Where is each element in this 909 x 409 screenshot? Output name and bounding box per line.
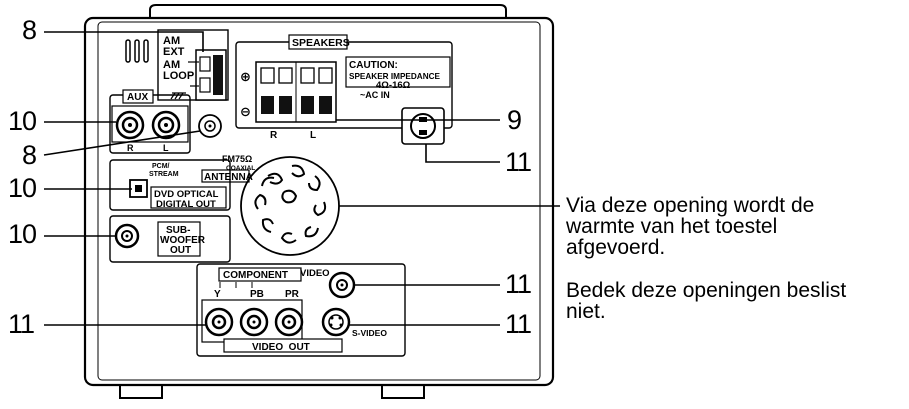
label-speaker-l: L (310, 130, 316, 141)
label-caution: CAUTION: (349, 60, 398, 71)
label-out: OUT (170, 245, 191, 256)
callout-10-aux: 10 (8, 106, 37, 136)
label-fm: FM75Ω (222, 154, 252, 164)
label-ac-in: ~AC IN (360, 90, 390, 100)
component-jack-pb (239, 307, 269, 337)
s-video-jack (321, 307, 351, 337)
note-cover-line1: Bedek deze openingen beslist (566, 279, 847, 302)
callout-11-component: 11 (8, 309, 35, 339)
label-pb: PB (250, 289, 264, 300)
label-sub: SUB- (166, 225, 190, 236)
label-coaxial: COAXIAL (226, 165, 255, 172)
vent-slots (125, 39, 149, 63)
video-out-block: COMPONENT VIDEO Y PB PR (196, 263, 406, 357)
label-impedance-value: 4Ω-16Ω (376, 80, 411, 91)
label-plus: ⊕ (240, 69, 251, 84)
foot-right (381, 384, 425, 399)
label-stream: STREAM (149, 171, 179, 178)
label-aux-l: L (163, 143, 169, 153)
label-aux-r: R (127, 143, 134, 153)
note-vent-line1: Via deze opening wordt de (566, 194, 815, 217)
label-am-2: AM (163, 59, 180, 71)
unit-top-edge (149, 4, 507, 20)
note-cover-line2: niet. (566, 300, 606, 323)
label-antenna: ANTENNA (204, 172, 253, 183)
aux-block: AUX R L (109, 89, 191, 154)
label-dvd-optical: DVD OPTICAL (154, 189, 219, 200)
label-speaker-r: R (270, 130, 278, 141)
caution-box (345, 56, 451, 88)
callout-10-subwoofer: 10 (8, 219, 37, 249)
optical-out-block: PCM/ STREAM DVD OPTICAL DIGITAL OUT (109, 159, 231, 211)
note-vent-line3: afgevoerd. (566, 236, 666, 259)
callout-11-ac-in: 11 (505, 147, 532, 177)
label-speaker-impedance: SPEAKER IMPEDANCE (349, 72, 441, 81)
label-s-video: S-VIDEO (352, 328, 387, 338)
callout-9-speakers: 9 (507, 105, 522, 135)
label-minus: ⊖ (240, 104, 251, 119)
leader-lines (43, 31, 560, 326)
callout-11-video: 11 (505, 269, 532, 299)
label-ext: EXT (163, 46, 185, 58)
speakers-block: SPEAKERS CAUTION: SPEAKER IMPEDANCE 4Ω-1… (235, 34, 453, 141)
ground-icon (170, 92, 186, 100)
label-loop: LOOP (163, 70, 194, 82)
speakers-label-box (288, 34, 348, 50)
label-aux: AUX (127, 92, 148, 103)
label-y: Y (214, 289, 221, 300)
component-jack-pr (274, 307, 304, 337)
label-am: AM (163, 35, 180, 47)
label-speakers: SPEAKERS (292, 37, 350, 49)
subwoofer-block: SUB- WOOFER OUT (109, 215, 231, 263)
label-component: COMPONENT (223, 270, 288, 281)
label-video: VIDEO (300, 268, 330, 279)
fm-antenna-jack: FM75Ω COAXIAL ANTENNA (198, 114, 255, 183)
label-pr: PR (285, 289, 300, 300)
label-digital-out: DIGITAL OUT (156, 199, 216, 210)
callout-8-fm-antenna: 8 (22, 140, 37, 170)
foot-left (119, 384, 163, 399)
composite-video-jack (328, 271, 356, 299)
callout-8-am-antenna: 8 (22, 15, 37, 45)
component-jack-y (204, 307, 234, 337)
ac-in-socket (401, 107, 445, 145)
label-woofer: WOOFER (160, 235, 206, 246)
am-antenna-block: AM EXT AM LOOP (157, 29, 229, 101)
unit-inner-panel (97, 21, 541, 381)
callout-11-s-video: 11 (505, 309, 532, 339)
note-vent-line2: warmte van het toestel (566, 215, 778, 238)
label-video-out: VIDEO OUT (252, 342, 310, 353)
label-pcm: PCM/ (152, 163, 170, 170)
callout-10-optical: 10 (8, 173, 37, 203)
